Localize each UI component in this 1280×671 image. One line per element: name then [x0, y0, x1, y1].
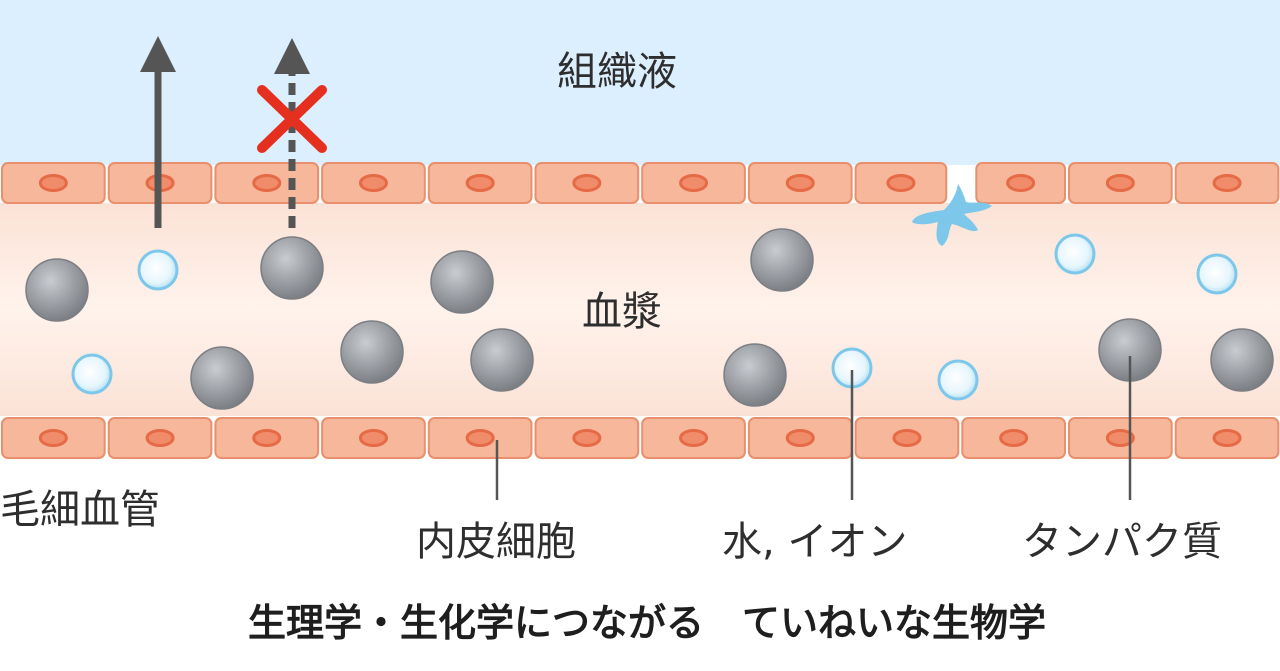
- plasma-label: 血漿: [582, 289, 662, 335]
- bottom-endothelial-row: [1, 417, 1280, 459]
- cell-nucleus: [38, 429, 68, 447]
- endothelial-cell: [427, 162, 533, 204]
- endothelial-cell: [961, 417, 1066, 459]
- endothelial-cell: [321, 417, 426, 459]
- plasma-particles: [25, 228, 1274, 410]
- capillary-label: 毛細血管: [0, 487, 160, 533]
- endothelial-cell: [1174, 417, 1280, 459]
- cell-nucleus: [892, 429, 922, 447]
- cell-nucleus: [1006, 174, 1036, 192]
- protein-molecule: [723, 343, 787, 407]
- caption: 生理学・生化学につながる ていねいな生物学: [248, 601, 1047, 645]
- protein-label: タンパク質: [1022, 519, 1222, 565]
- endothelial-cell: [214, 162, 320, 204]
- cell-nucleus: [1212, 429, 1242, 447]
- protein-molecule: [430, 250, 494, 314]
- dashed-arrow-up-icon: [274, 38, 310, 228]
- endothelial-cell: [1068, 417, 1173, 459]
- water-ion-molecule: [1054, 233, 1096, 275]
- tissue-fluid-label: 組織液: [557, 49, 677, 95]
- cell-nucleus: [465, 174, 495, 192]
- cell-nucleus: [252, 174, 282, 192]
- cell-nucleus: [1105, 429, 1135, 447]
- water-leak-splash: [912, 184, 992, 246]
- solid-arrow-up-icon: [140, 36, 176, 228]
- water-ion-molecule: [137, 249, 179, 291]
- water-ion-molecule: [937, 359, 979, 401]
- cell-nucleus: [886, 174, 916, 192]
- endothelial-cell: [641, 417, 746, 459]
- cell-nucleus: [358, 429, 388, 447]
- endothelial-cell: [854, 417, 960, 459]
- cell-nucleus: [785, 174, 815, 192]
- endothelial-cell: [321, 162, 426, 204]
- water-ion-label: 水, イオン: [722, 519, 908, 565]
- protein-molecule: [340, 320, 404, 384]
- top-endothelial-row: [1, 162, 1280, 204]
- endothelial-cell: [534, 162, 640, 204]
- cell-nucleus: [465, 429, 495, 447]
- cell-nucleus: [1212, 174, 1242, 192]
- cell-nucleus: [679, 429, 709, 447]
- endothelial-cell: [747, 162, 853, 204]
- cross-icon: [257, 85, 327, 153]
- water-ion-molecule: [1196, 253, 1238, 295]
- endothelial-cell: [641, 162, 746, 204]
- protein-molecule: [470, 328, 534, 392]
- endothelial-cell: [854, 162, 948, 204]
- endothelial-cell: [1, 162, 106, 204]
- tissue-fluid-region: [0, 0, 1280, 165]
- cell-nucleus: [1105, 174, 1135, 192]
- endothelial-cell: [214, 417, 320, 459]
- protein-molecule: [190, 346, 254, 410]
- cell-nucleus: [572, 174, 602, 192]
- endothelial-cell-label: 内皮細胞: [416, 519, 576, 565]
- cell-nucleus: [358, 174, 388, 192]
- endothelial-cell: [1, 417, 106, 459]
- endothelial-cell: [427, 417, 533, 459]
- endothelial-cell: [534, 417, 640, 459]
- water-ion-molecule: [71, 353, 113, 395]
- endothelial-cell: [747, 417, 853, 459]
- cell-nucleus: [145, 429, 175, 447]
- endothelial-cell: [1174, 162, 1280, 204]
- cell-nucleus: [785, 429, 815, 447]
- cell-nucleus: [679, 174, 709, 192]
- cell-nucleus: [252, 429, 282, 447]
- protein-molecule: [750, 228, 814, 292]
- endothelial-cell: [1068, 162, 1173, 204]
- cell-nucleus: [38, 174, 68, 192]
- protein-molecule: [25, 258, 89, 322]
- protein-molecule: [1210, 328, 1274, 392]
- cell-nucleus: [999, 429, 1029, 447]
- endothelial-cell: [975, 162, 1066, 204]
- protein-molecule: [260, 236, 324, 300]
- cell-nucleus: [572, 429, 602, 447]
- endothelial-cell: [107, 417, 213, 459]
